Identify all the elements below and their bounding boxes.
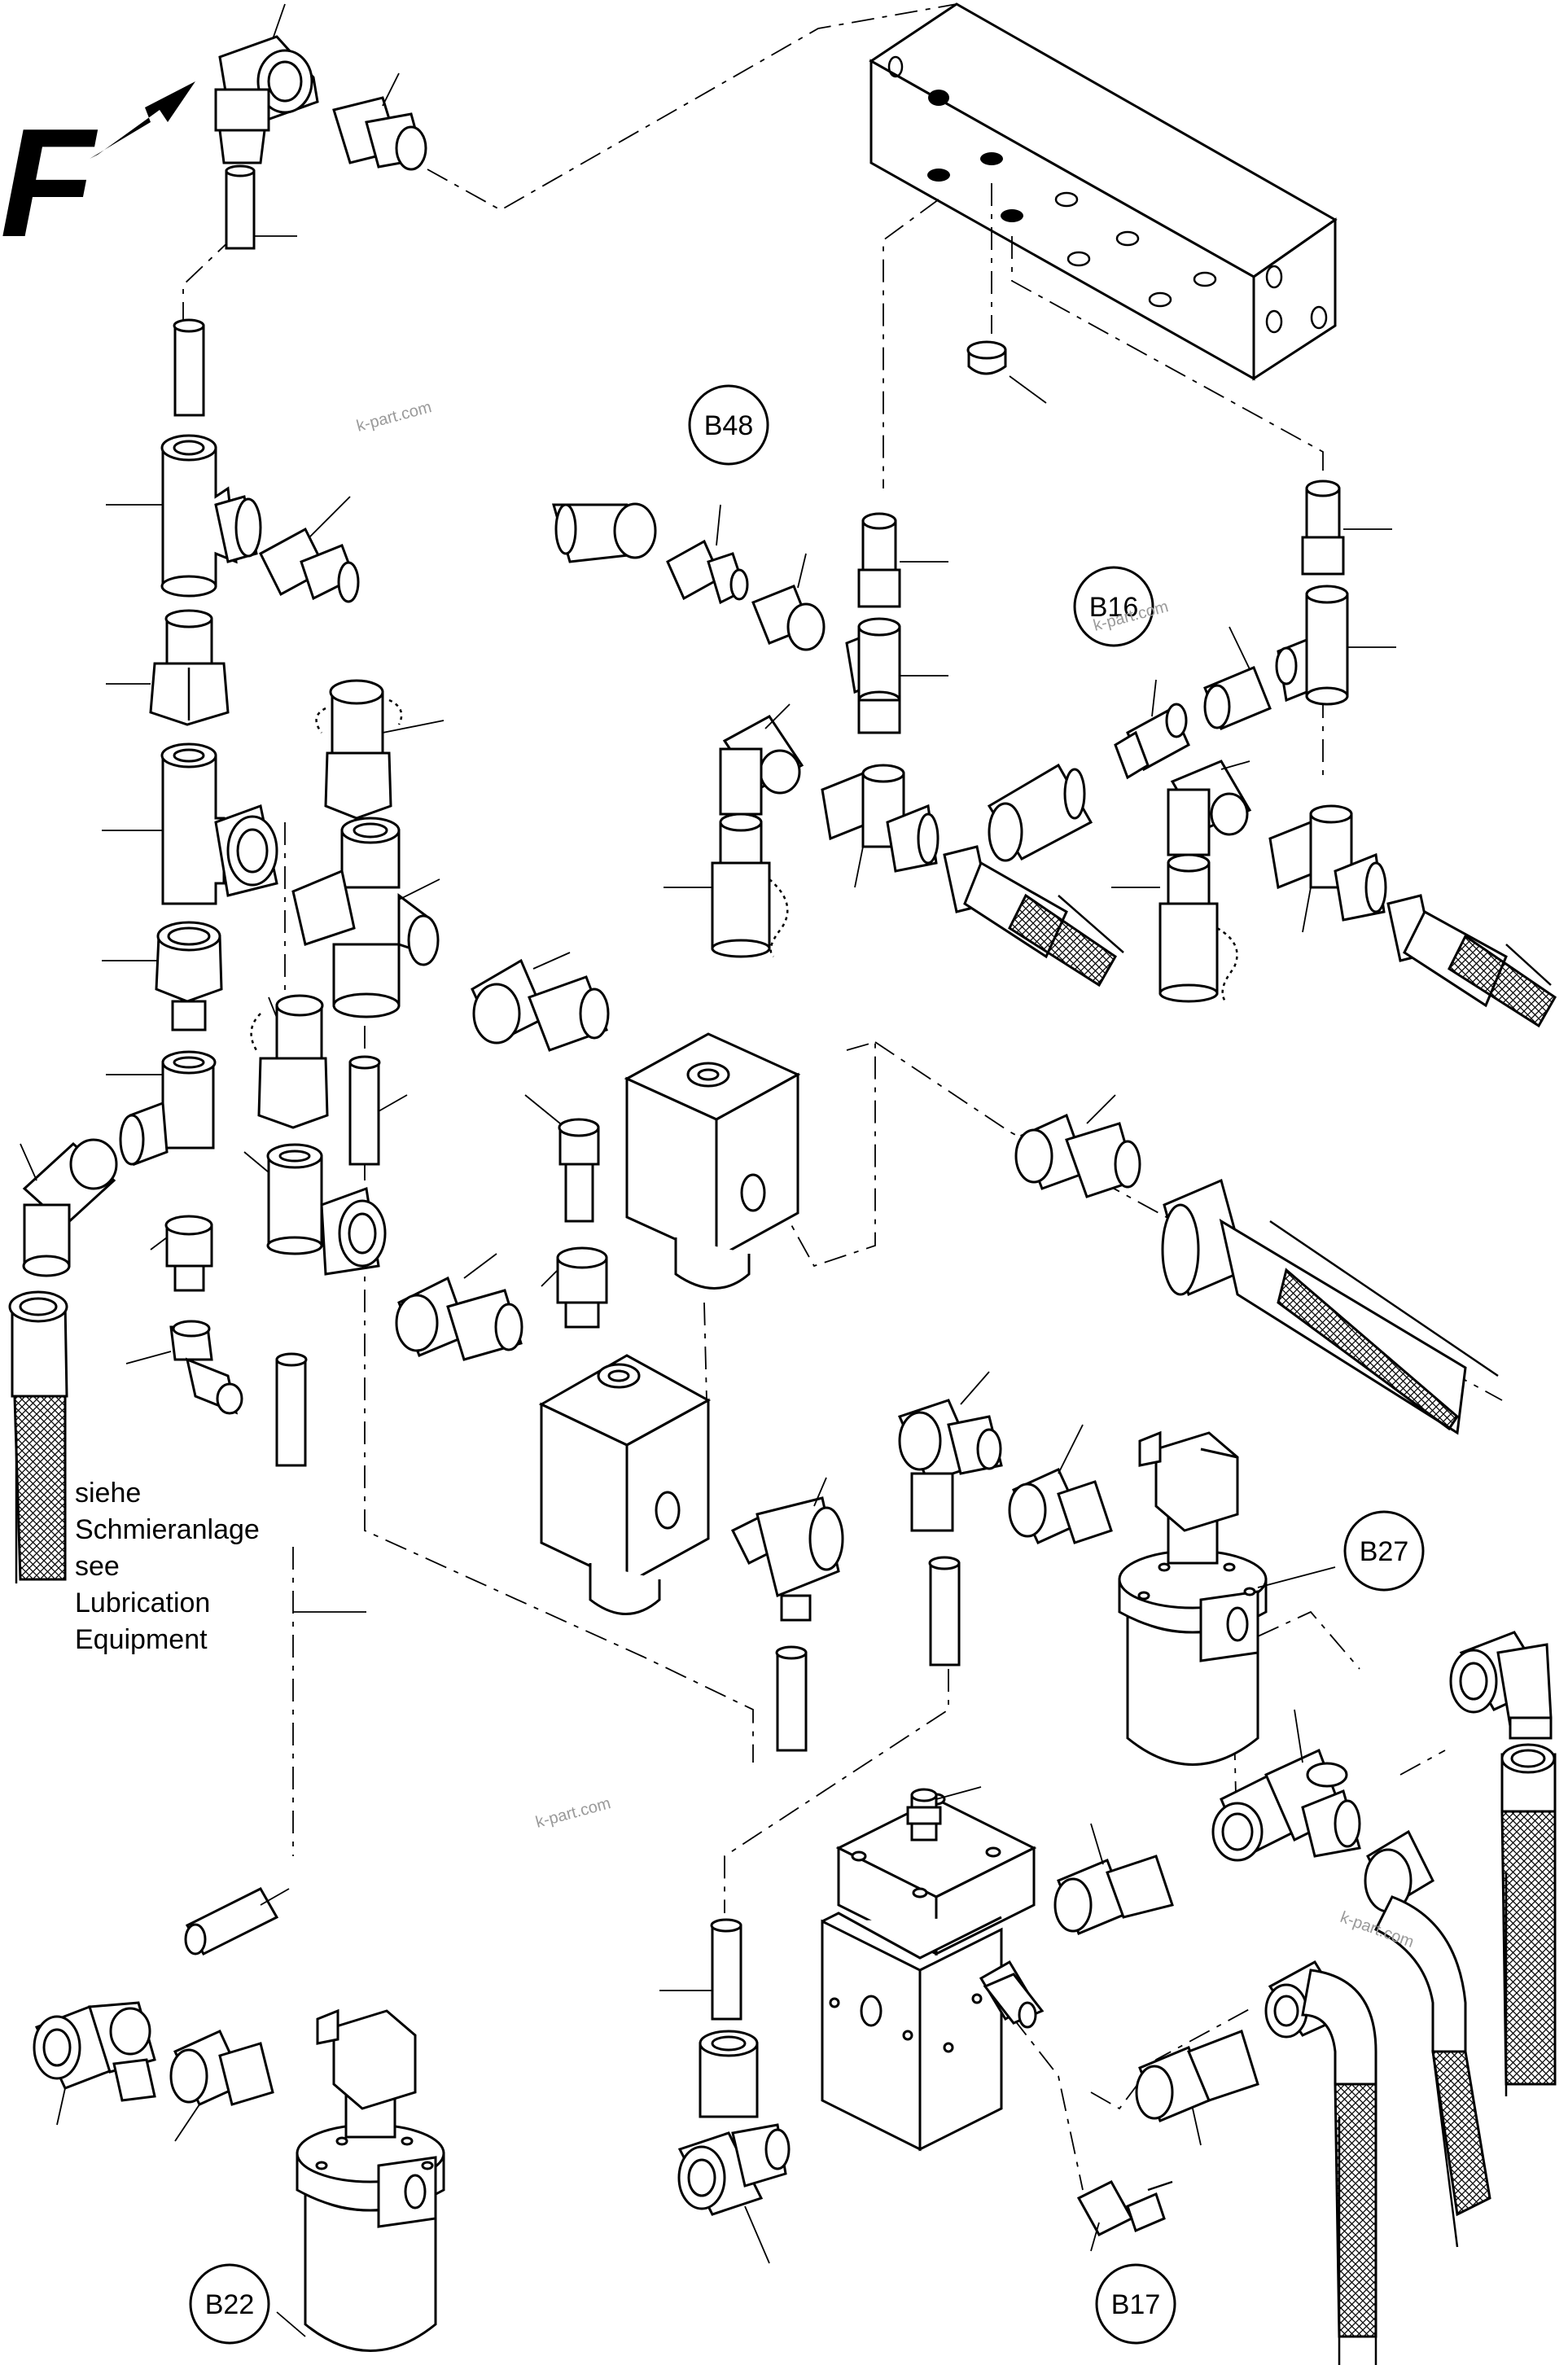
small-union-1: [150, 1215, 213, 1292]
vertical-pipe-2: [348, 1055, 408, 1166]
callout-b22-label: B22: [205, 2289, 255, 2320]
note-line-3: see: [75, 1551, 120, 1582]
elbow-fitting-left: [20, 1138, 118, 1277]
union-fitting-b48: [751, 553, 826, 651]
nipple-fitting-b22: [169, 2030, 274, 2142]
small-elbow-1: [125, 1320, 243, 1415]
swivel-fitting-b22: [33, 2001, 156, 2126]
note-line-1: siehe: [75, 1478, 141, 1509]
tee-fitting-right: [1211, 1709, 1361, 1862]
filter-b22: [276, 2008, 445, 2352]
pressure-sensor-b17: [1076, 2180, 1173, 2252]
note-line-5: Equipment: [75, 1624, 208, 1655]
tee-fitting-4: [243, 1143, 387, 1276]
long-hose: [1161, 1178, 1499, 1435]
lubrication-note: siehe Schmieranlage see Lubrication Equi…: [75, 1478, 366, 1655]
tee-fitting-b48: [845, 617, 948, 734]
vertical-pipe-1: [173, 318, 205, 417]
union-fitting-b16: [1203, 626, 1272, 730]
elbow-fitting-right-bottom: [1264, 1960, 1377, 2365]
union-fitting-b16-vert: [1301, 480, 1392, 576]
adapter-fitting-1: [106, 609, 230, 726]
nipple-fitting-right-2: [1135, 2030, 1259, 2146]
hose-right-1: [1500, 1743, 1557, 2096]
callout-b17: B17: [1095, 2263, 1176, 2345]
vertical-pipe-5: [928, 1556, 961, 1666]
view-arrow-icon: [90, 81, 195, 159]
elbow-b48: [719, 703, 804, 816]
hose-right-2: [1364, 1829, 1491, 2248]
filter-b27: [1118, 1430, 1336, 1766]
protective-cap-b16: [987, 763, 1093, 862]
reducer-fitting-1: [524, 1094, 600, 1223]
control-block-plug: [983, 1973, 1045, 2029]
nipple-fitting-b27: [1008, 1424, 1113, 1544]
watermark-1: k-part.com: [355, 398, 434, 436]
view-marker: F: [0, 81, 195, 269]
control-block-nipple: [906, 1786, 982, 1842]
capped-coupling-1: [315, 679, 445, 820]
control-block: [821, 1793, 1037, 2152]
top-nipple-fitting: [332, 72, 427, 171]
vertical-pipe-3: [275, 1352, 308, 1467]
hose-b16: [1386, 894, 1557, 1028]
callout-b27: B27: [1343, 1510, 1425, 1592]
callout-b48-label: B48: [704, 410, 754, 441]
hose-left: [8, 1290, 68, 1583]
top-elbow-fitting: [214, 3, 319, 164]
b48-cluster: [552, 502, 1124, 988]
nipple-fitting-right: [1053, 1823, 1174, 1935]
b16-cluster: [987, 480, 1557, 1028]
callout-b16: B16: [1073, 566, 1154, 647]
swivel-elbow-1: [730, 1477, 844, 1622]
note-line-2: Schmieranlage: [75, 1514, 260, 1545]
callout-b16-label: B16: [1089, 592, 1139, 623]
angled-nipple-1: [259, 496, 360, 603]
coupling-b48-chain: [664, 812, 789, 958]
elbow-b16: [1167, 760, 1252, 856]
callout-b17-label: B17: [1111, 2289, 1161, 2320]
top-pipe: [225, 164, 297, 250]
callout-b22: B22: [189, 2263, 270, 2345]
callout-b27-label: B27: [1360, 1536, 1409, 1567]
view-letter: F: [0, 97, 99, 269]
manifold-plug: [966, 340, 1047, 404]
tee-fitting-b16-2: [1268, 804, 1387, 933]
nipple-fitting-valve1: [471, 952, 610, 1052]
nipple-fitting-valve2: [395, 1253, 523, 1361]
protective-cap-1: [552, 502, 657, 563]
note-line-4: Lubrication: [75, 1588, 210, 1618]
watermark-3: k-part.com: [534, 1794, 613, 1832]
union-fitting-1: [102, 921, 223, 1031]
pipe-b22: [184, 1887, 290, 1956]
hose-b48: [943, 845, 1124, 988]
coupling-b16-chain: [1111, 853, 1238, 1003]
swivel-fitting-b27: [897, 1371, 1003, 1532]
elbow-fitting-right-top: [1449, 1631, 1553, 1740]
pressure-sensor-b16: [1114, 679, 1190, 780]
union-fitting-b48-vert: [857, 512, 948, 608]
swivel-elbow-bottom: [677, 2030, 791, 2264]
pressure-sensor-b48: [666, 504, 749, 605]
valve-block-1: [624, 1032, 801, 1290]
callout-b48: B48: [688, 384, 769, 466]
vertical-pipe-4: [775, 1645, 808, 1752]
tee-fitting-2: [102, 742, 278, 905]
tee-fitting-b16: [1275, 585, 1396, 706]
tee-fitting-3: [106, 1050, 217, 1167]
nipple-fitting-long-hose: [1014, 1094, 1141, 1198]
cross-fitting-1: [291, 817, 440, 1018]
manifold-block: [869, 2, 1338, 381]
union-fitting-2: [541, 1246, 608, 1329]
valve-block-2: [538, 1354, 712, 1615]
vertical-pipe-6: [659, 1918, 742, 2021]
tee-fitting-1: [106, 434, 262, 598]
capped-coupling-2: [250, 994, 329, 1129]
tee-fitting-b48-2: [821, 764, 939, 888]
